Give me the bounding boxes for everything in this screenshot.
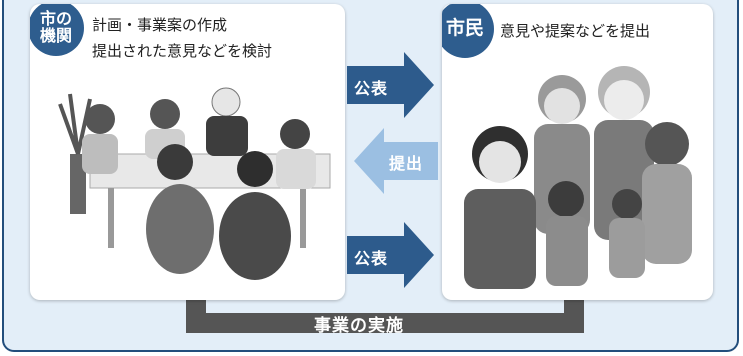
publish-arrow-top — [347, 52, 434, 118]
publish-arrow-bottom — [347, 222, 434, 288]
city-badge-line-1: 市の — [39, 9, 72, 29]
citizens-badge: 市民 — [442, 4, 494, 58]
citizens-description: 意見や提案などを提出 — [500, 18, 650, 44]
publish-label-top: 公表 — [354, 79, 389, 98]
city-line-planning: 計画・事業案の作成 — [92, 16, 228, 34]
city-line-review: 提出された意見などを検討 — [92, 42, 273, 60]
flow-arrows — [347, 52, 438, 288]
meeting-illustration — [58, 87, 331, 280]
citizens-panel: 市民 意見や提案などを提出 — [442, 4, 713, 300]
implementation-arrow — [186, 268, 602, 333]
citizens-line-submit: 意見や提案などを提出 — [500, 22, 651, 40]
city-badge-line-2: 機関 — [39, 26, 72, 45]
submit-arrow — [354, 128, 438, 194]
submit-label: 提出 — [389, 154, 424, 173]
publish-label-bottom: 公表 — [354, 249, 389, 268]
implementation-label: 事業の実施 — [314, 316, 404, 336]
city-agency-description: 計画・事業案の作成 提出された意見などを検討 — [92, 12, 272, 64]
city-agency-panel: 市の 機関 計画・事業案の作成 提出された意見などを検討 — [30, 4, 345, 300]
city-agency-badge: 市の 機関 — [30, 4, 84, 56]
family-illustration — [464, 66, 692, 289]
